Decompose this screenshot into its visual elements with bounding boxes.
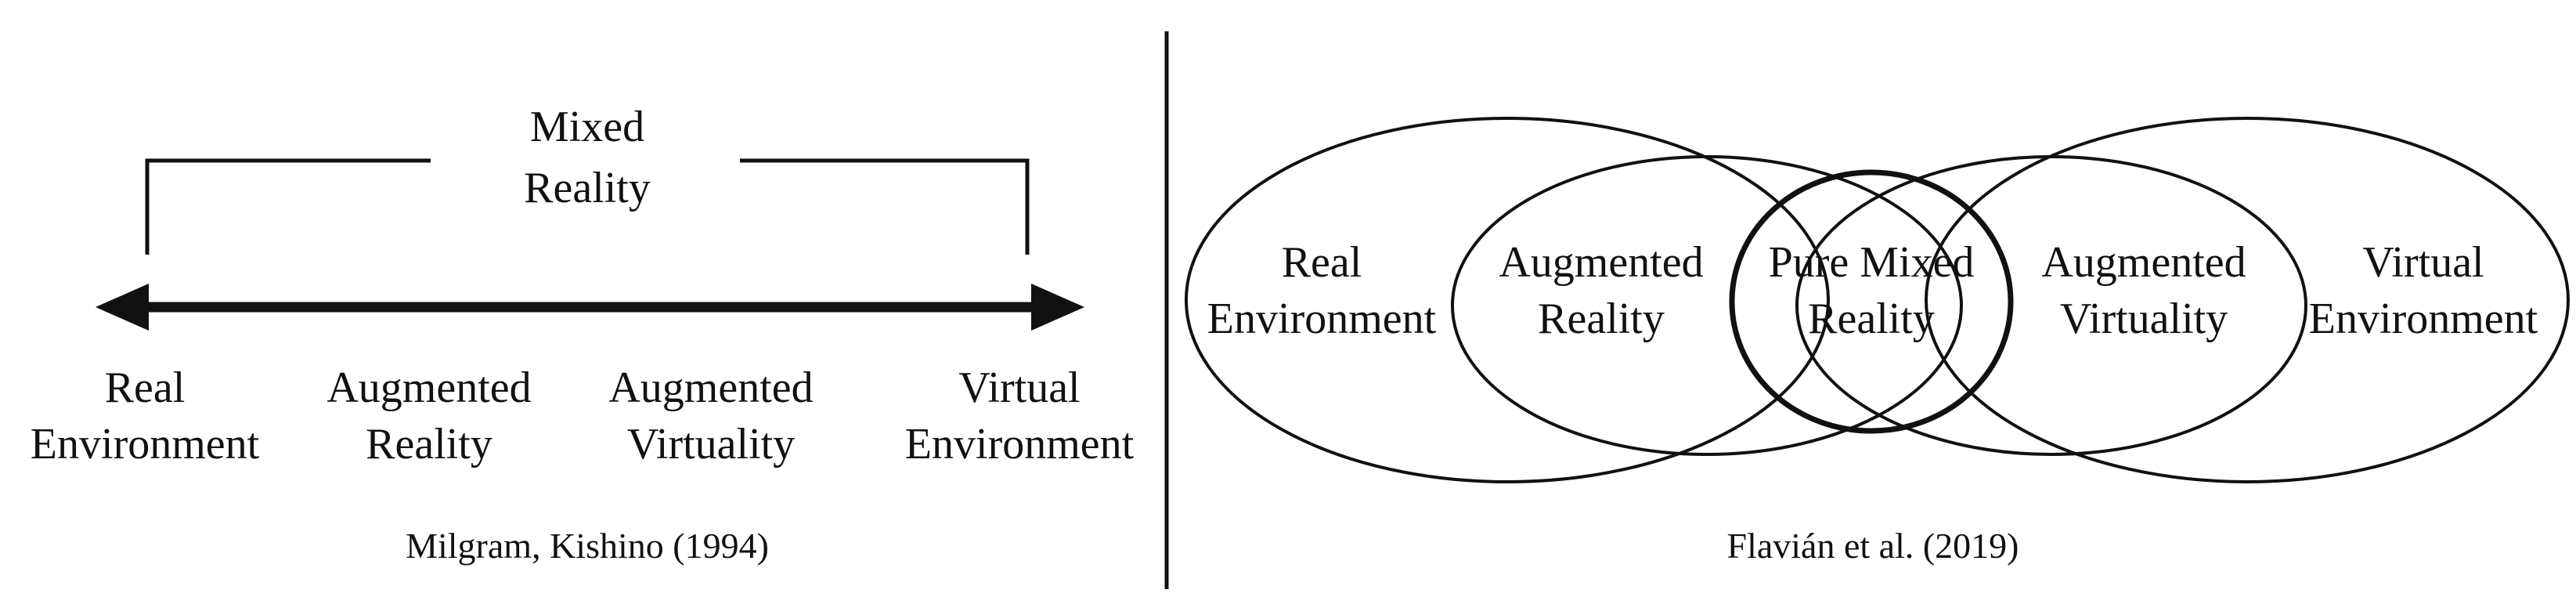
flavian-caption: Flavián et al. (2019)	[1726, 526, 2019, 566]
augmented-virtuality-ellipse	[1795, 155, 2307, 456]
bracket-left-arm	[145, 158, 431, 255]
continuum-label-line: Real	[105, 364, 186, 412]
bracket-right-arm	[740, 158, 1030, 255]
pure-mixed-reality-circle	[1729, 169, 2014, 434]
continuum-label-real-environment: Real Environment	[31, 364, 260, 468]
milgram-continuum-panel: Mixed Reality Real Environment Augmented…	[31, 103, 1135, 566]
continuum-label-line: Augmented	[327, 364, 531, 412]
venn-label-augmented-reality: Augmented Reality	[1499, 238, 1703, 343]
venn-label-line: Augmented	[1499, 238, 1703, 287]
real-environment-ellipse	[1185, 117, 1830, 483]
venn-label-line: Real	[1282, 238, 1362, 287]
continuum-label-line: Virtuality	[627, 420, 795, 468]
continuum-label-line: Augmented	[608, 364, 813, 412]
venn-label-line: Reality	[1538, 295, 1665, 343]
bracket-label-line1: Mixed	[530, 103, 644, 151]
venn-label-pure-mixed-reality: Pure Mixed Reality	[1769, 238, 1975, 343]
venn-label-line: Augmented	[2041, 238, 2246, 287]
venn-label-line: Reality	[1808, 295, 1935, 343]
continuum-arrow-left-head	[96, 284, 149, 331]
venn-label-line: Environment	[2309, 295, 2538, 343]
virtual-environment-ellipse	[1925, 117, 2570, 483]
continuum-label-line: Environment	[905, 420, 1135, 468]
mixed-reality-bracket: Mixed Reality	[145, 103, 1030, 255]
venn-label-virtual-environment: Virtual Environment	[2309, 238, 2538, 343]
venn-label-line: Environment	[1207, 295, 1437, 343]
venn-label-augmented-virtuality: Augmented Virtuality	[2041, 238, 2246, 343]
venn-label-real-environment: Real Environment	[1207, 238, 1437, 343]
continuum-label-line: Virtual	[958, 364, 1080, 412]
continuum-label-virtual-environment: Virtual Environment	[905, 364, 1135, 468]
continuum-arrow-right-head	[1031, 284, 1084, 331]
continuum-label-line: Environment	[31, 420, 260, 468]
venn-label-line: Pure Mixed	[1769, 238, 1975, 287]
venn-outlines	[1185, 117, 2570, 483]
augmented-reality-ellipse	[1451, 155, 1963, 456]
venn-label-line: Virtual	[2362, 238, 2484, 287]
continuum-label-augmented-reality: Augmented Reality	[327, 364, 531, 468]
continuum-arrow	[96, 284, 1084, 331]
continuum-label-augmented-virtuality: Augmented Virtuality	[608, 364, 813, 468]
bracket-label-line2: Reality	[524, 164, 651, 212]
venn-label-line: Virtuality	[2060, 295, 2228, 343]
flavian-venn-panel: Real Environment Augmented Reality Pure …	[1185, 117, 2570, 566]
milgram-caption: Milgram, Kishino (1994)	[406, 526, 769, 566]
continuum-label-line: Reality	[366, 420, 492, 468]
